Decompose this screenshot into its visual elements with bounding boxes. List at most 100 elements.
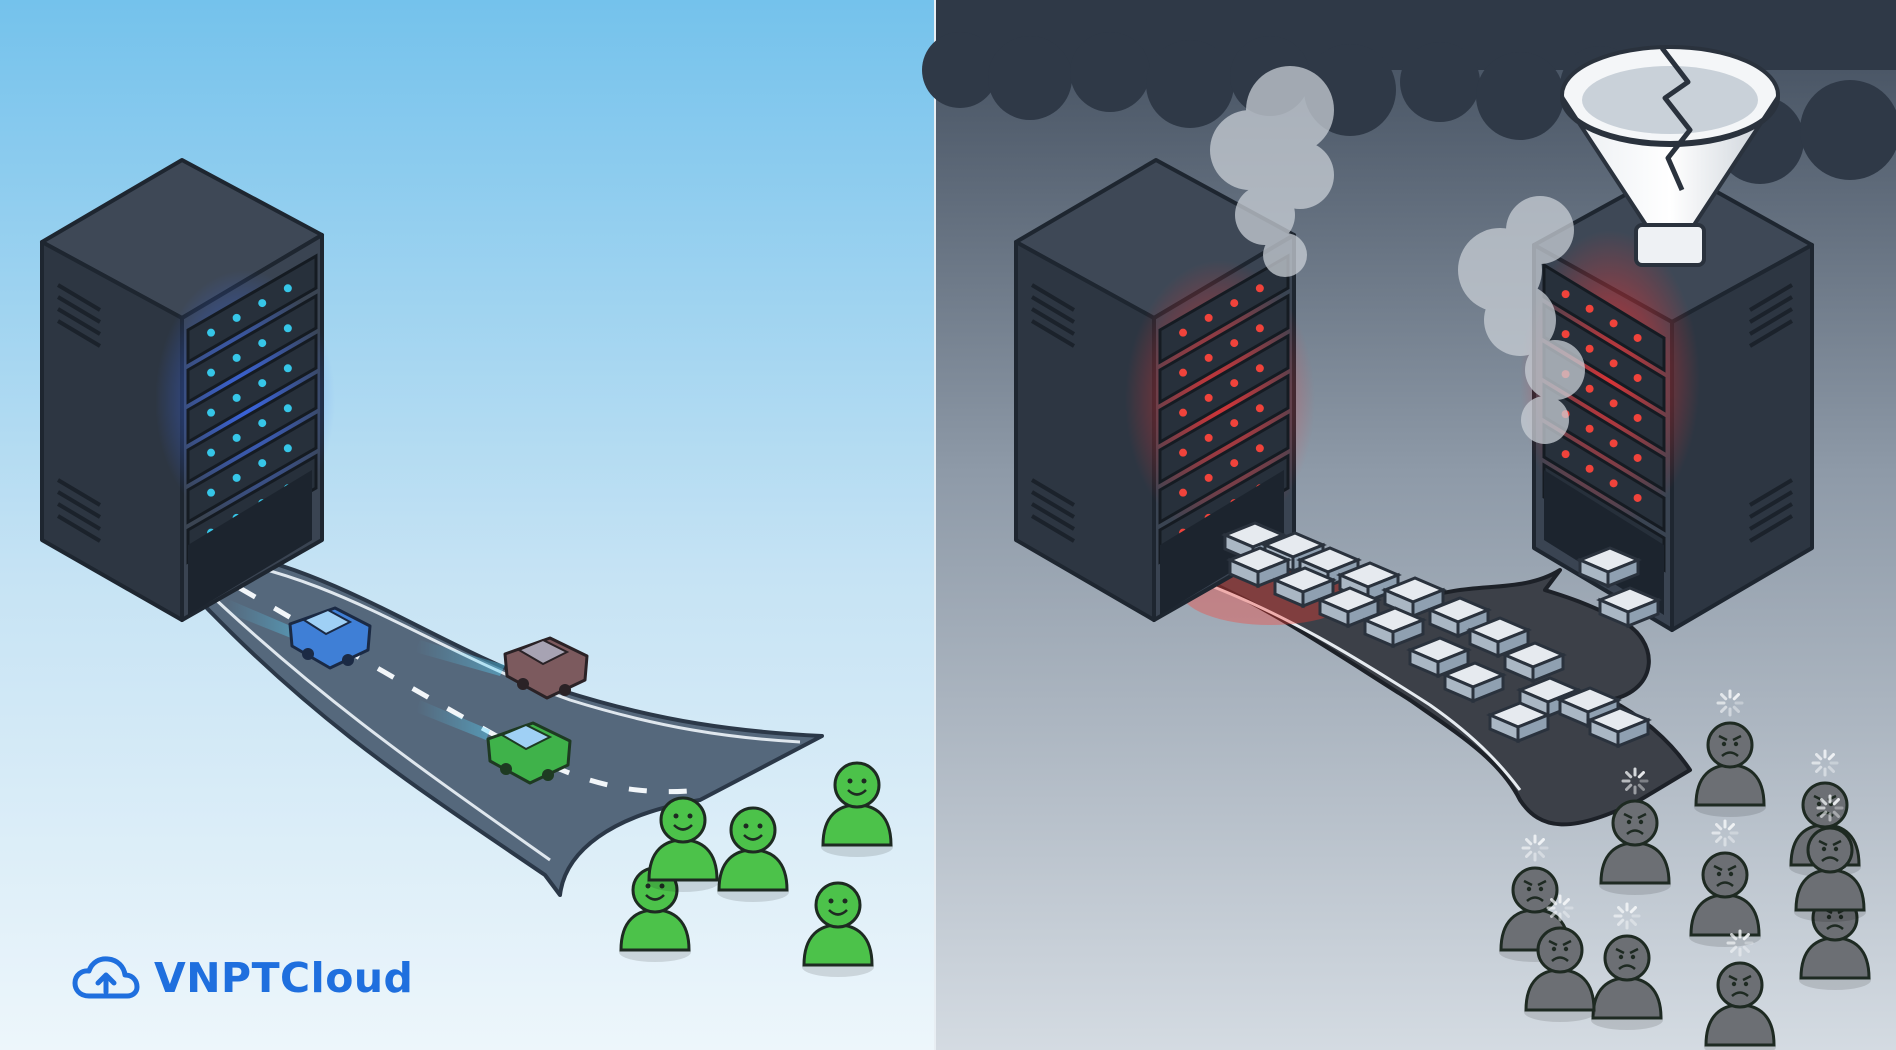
status-led — [1585, 464, 1594, 473]
server-unit — [186, 253, 318, 365]
status-led — [1255, 284, 1264, 293]
right-panel — [922, 0, 1896, 1050]
server-unit — [1158, 293, 1290, 405]
happy-user-icon — [821, 761, 893, 857]
angry-user-icon — [1689, 819, 1761, 947]
angry-user-icon — [1794, 794, 1866, 922]
status-led — [1609, 439, 1618, 448]
status-led — [1609, 359, 1618, 368]
status-led — [1633, 373, 1642, 382]
data-block — [1596, 586, 1662, 629]
data-block — [1406, 636, 1472, 679]
angry-users — [1499, 689, 1871, 1050]
data-block — [1441, 661, 1507, 704]
loading-spinner-icon — [1521, 834, 1549, 862]
status-led — [1204, 313, 1213, 322]
data-block — [1361, 606, 1427, 649]
status-led — [1633, 453, 1642, 462]
server-unit — [1158, 253, 1290, 365]
status-led — [258, 459, 267, 468]
status-led — [1179, 408, 1188, 417]
loading-spinner-icon — [1726, 929, 1754, 957]
status-led — [1585, 344, 1594, 353]
data-blocks-pileup — [1221, 521, 1662, 749]
loading-spinner-icon — [1546, 894, 1574, 922]
status-led — [1609, 399, 1618, 408]
loading-spinner-icon — [1716, 689, 1744, 717]
server-rack-overloaded-a — [1014, 158, 1315, 622]
status-led — [1204, 473, 1213, 482]
server-unit — [1158, 373, 1290, 485]
status-led — [207, 488, 216, 497]
speed-streaks — [226, 600, 505, 740]
left-panel — [0, 0, 934, 1050]
angry-user-icon — [1599, 767, 1671, 895]
status-led — [1255, 364, 1264, 373]
status-led — [1179, 328, 1188, 337]
data-block — [1466, 616, 1532, 659]
status-led — [1255, 324, 1264, 333]
data-block — [1271, 566, 1337, 609]
brand-logo: VNPTCloud — [72, 948, 413, 1008]
loading-spinner-icon — [1811, 749, 1839, 777]
server-unit — [186, 333, 318, 445]
status-led — [1230, 299, 1239, 308]
data-block — [1381, 576, 1447, 619]
vent-grille — [56, 283, 102, 543]
status-led — [207, 368, 216, 377]
status-led — [1179, 488, 1188, 497]
status-led — [1179, 448, 1188, 457]
angry-user-icon — [1591, 902, 1663, 1030]
status-led — [232, 353, 241, 362]
status-led — [1255, 444, 1264, 453]
server-unit — [1542, 422, 1666, 533]
status-led — [283, 444, 292, 453]
status-led — [1585, 424, 1594, 433]
loading-spinner-icon — [1711, 819, 1739, 847]
status-led — [258, 299, 267, 308]
status-led — [1561, 290, 1570, 299]
status-led — [207, 408, 216, 417]
happy-users — [619, 761, 893, 977]
status-led — [1633, 493, 1642, 502]
status-led — [207, 328, 216, 337]
status-led — [1633, 333, 1642, 342]
green-car — [486, 721, 572, 785]
data-block — [1486, 701, 1552, 744]
brown-car — [503, 636, 589, 700]
status-led — [207, 448, 216, 457]
status-led — [1230, 459, 1239, 468]
server-unit — [186, 373, 318, 485]
status-led — [232, 433, 241, 442]
angry-user-icon — [1524, 894, 1596, 1022]
status-led — [1230, 379, 1239, 388]
status-led — [1230, 419, 1239, 428]
status-led — [258, 379, 267, 388]
happy-user-icon — [619, 866, 691, 962]
status-led — [283, 284, 292, 293]
status-led — [232, 393, 241, 402]
status-led — [1255, 404, 1264, 413]
happy-user-icon — [717, 806, 789, 902]
loading-spinner-icon — [1613, 902, 1641, 930]
loading-spinner-icon — [1621, 767, 1649, 795]
status-led — [283, 364, 292, 373]
server-units — [1158, 253, 1290, 565]
data-block — [1426, 596, 1492, 639]
angry-user-icon — [1799, 862, 1871, 990]
cloud-upload-icon — [72, 956, 140, 999]
server-unit — [1158, 413, 1290, 525]
angry-user-icon — [1704, 929, 1776, 1050]
status-led — [1230, 339, 1239, 348]
status-led — [1561, 330, 1570, 339]
cracked-funnel-icon — [1560, 45, 1780, 267]
status-led — [1585, 304, 1594, 313]
status-led — [258, 419, 267, 428]
status-led — [283, 404, 292, 413]
status-led — [1204, 433, 1213, 442]
status-led — [1609, 319, 1618, 328]
server-units — [186, 253, 318, 565]
status-led — [1204, 353, 1213, 362]
panel-divider — [934, 0, 936, 1050]
status-led — [283, 324, 292, 333]
